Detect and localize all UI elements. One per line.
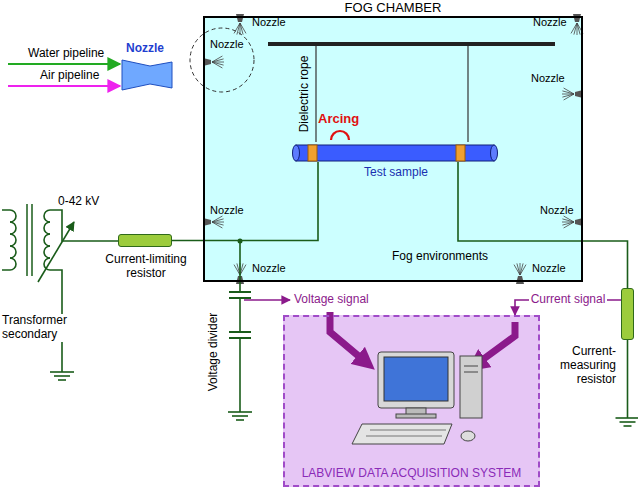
sample-cylinder bbox=[292, 144, 500, 162]
resistor-label: Current-limiting resistor bbox=[91, 253, 201, 281]
signal-label: Current signal bbox=[529, 293, 608, 307]
wire bbox=[239, 241, 241, 292]
text-label: Voltage signal bbox=[294, 293, 369, 307]
text-label: Fog environments bbox=[392, 250, 488, 264]
computer-icon bbox=[352, 352, 482, 444]
signal-arrow bbox=[244, 299, 290, 301]
text-label: Nozzle bbox=[210, 38, 244, 51]
transformer-core bbox=[31, 204, 33, 276]
fog-chamber: FOG CHAMBERTest sample bbox=[203, 16, 583, 282]
text-label: Nozzle bbox=[540, 204, 574, 217]
nozzle-symbols bbox=[203, 14, 583, 284]
nozzle-symbol bbox=[122, 60, 172, 90]
water-pipe bbox=[8, 63, 120, 65]
wire bbox=[50, 210, 118, 241]
text-label: Dielectric rope bbox=[298, 56, 312, 133]
text-label: Nozzle bbox=[210, 204, 244, 217]
capacitor-symbol bbox=[229, 331, 251, 333]
wire bbox=[239, 338, 241, 412]
text-label: Nozzle bbox=[126, 42, 164, 56]
air-pipe bbox=[8, 85, 120, 87]
text-label: Transformer secondary bbox=[2, 314, 98, 342]
support-bar bbox=[268, 42, 555, 46]
daq-box: LABVIEW DATA ACQUISITION SYSTEM bbox=[283, 315, 540, 487]
chamber-title: FOG CHAMBER bbox=[205, 1, 581, 16]
connector bbox=[458, 162, 628, 288]
capacitor-symbol bbox=[229, 291, 251, 293]
wire bbox=[2, 269, 10, 271]
wire bbox=[627, 340, 629, 418]
test-sample: Test sample bbox=[292, 144, 500, 162]
text-label: Nozzle bbox=[531, 72, 565, 85]
dielectric-rope bbox=[315, 46, 316, 142]
text-label: Nozzle bbox=[252, 262, 286, 275]
connector bbox=[515, 300, 621, 315]
wire bbox=[50, 270, 62, 372]
variable-tap-arrow bbox=[38, 222, 74, 282]
wire bbox=[2, 209, 10, 211]
connector bbox=[172, 162, 318, 241]
nozzle-symbol bbox=[562, 216, 583, 228]
wire bbox=[239, 298, 241, 332]
resistor-symbol: Current-measuring resistor bbox=[621, 288, 634, 340]
transformer-core bbox=[26, 204, 28, 276]
sample-label: Test sample bbox=[292, 166, 500, 180]
text-label: Air pipeline bbox=[40, 69, 99, 83]
daq-fill bbox=[283, 315, 540, 487]
dielectric-rope bbox=[467, 46, 468, 142]
ground-symbols bbox=[50, 372, 638, 426]
arc-symbol bbox=[331, 131, 349, 140]
daq-label: LABVIEW DATA ACQUISITION SYSTEM bbox=[293, 467, 530, 481]
text-label: 0-42 kV bbox=[58, 195, 99, 209]
chamber-fill bbox=[203, 16, 583, 282]
text-label: Arcing bbox=[318, 112, 359, 127]
transformer-symbol bbox=[10, 210, 50, 270]
highlight-circle bbox=[190, 28, 254, 92]
resistor-label: Current-measuring resistor bbox=[550, 345, 616, 386]
nozzle-symbol bbox=[203, 56, 224, 68]
text-label: Voltage divider bbox=[207, 313, 221, 392]
text-label: Water pipeline bbox=[28, 47, 104, 61]
signal-arrow bbox=[330, 312, 368, 364]
nozzle-symbol bbox=[203, 216, 224, 228]
resistor-symbol: Current-limiting resistor bbox=[118, 234, 172, 247]
text-label: Nozzle bbox=[532, 262, 566, 275]
nozzle-symbol bbox=[562, 88, 583, 100]
